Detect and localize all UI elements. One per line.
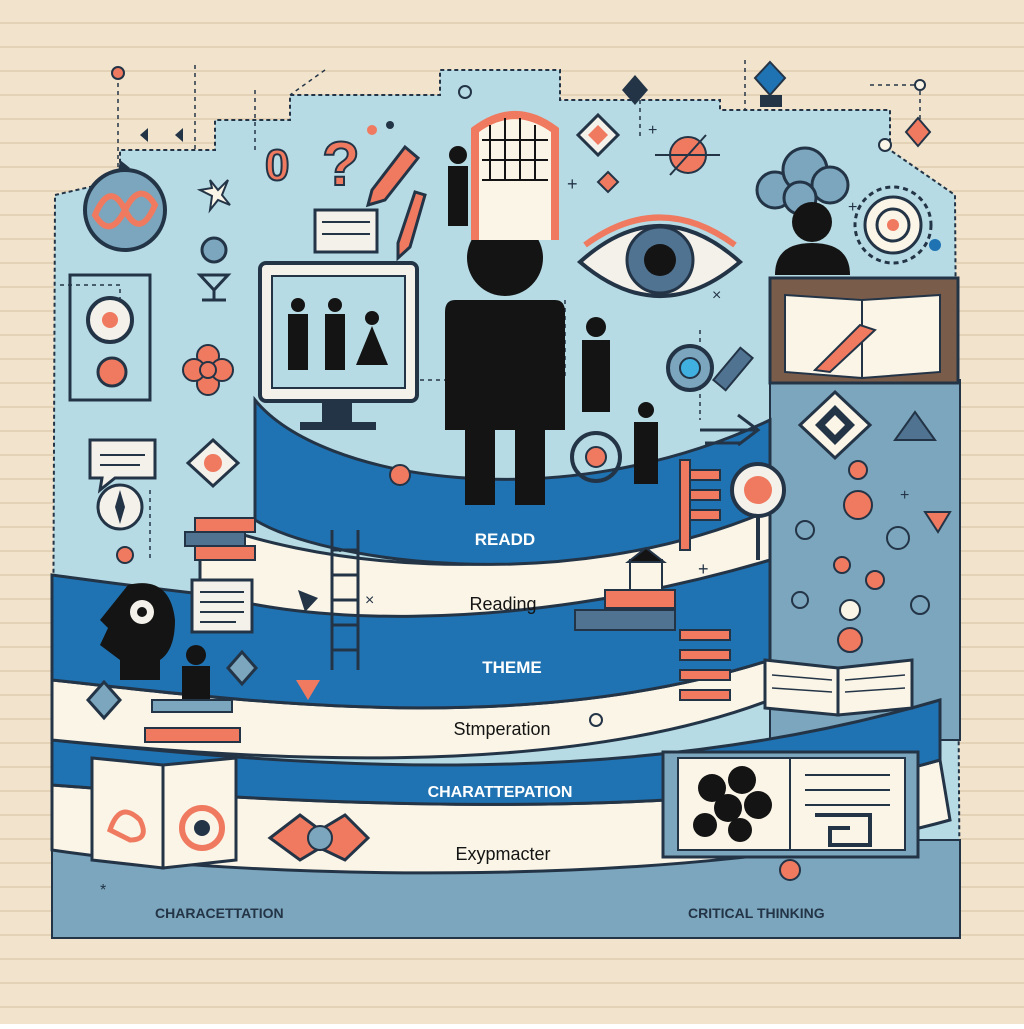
compass-icon — [96, 483, 144, 531]
flower-icon — [182, 344, 234, 396]
podium-person-icon — [144, 645, 241, 743]
pencil-icon — [396, 190, 427, 262]
small-person-icon — [448, 146, 468, 226]
knot-circle-icon — [83, 168, 167, 252]
dot-icon — [929, 239, 941, 251]
decorative-marks: × + + + × + + * — [100, 66, 926, 899]
target-icon — [666, 344, 714, 392]
diamond-icon — [622, 75, 648, 105]
arrow-icon — [700, 413, 761, 447]
framed-book-icon — [661, 750, 920, 859]
document-icon — [190, 578, 254, 634]
ink-base-icon — [760, 95, 782, 107]
ribbon-label-1: READD — [475, 530, 535, 549]
framed-book-icon — [768, 276, 960, 385]
network-icon — [791, 460, 930, 653]
brick-stack-icon — [184, 517, 256, 561]
svg-text:*: * — [100, 882, 106, 899]
svg-text:0: 0 — [265, 141, 289, 190]
magnifier-icon — [730, 462, 786, 560]
target-icon — [389, 464, 411, 486]
triangle-icon — [893, 410, 937, 441]
diamond-icon — [226, 649, 258, 687]
valve-icon — [196, 236, 232, 302]
svg-text:+: + — [698, 559, 709, 579]
gate-icon — [471, 111, 559, 240]
monitor-icon — [258, 261, 419, 430]
left-frame-panel — [68, 273, 152, 402]
svg-text:×: × — [712, 287, 721, 304]
document-stack-icon — [313, 208, 379, 254]
triangle-icon — [923, 511, 952, 534]
ribbon-label-5: CHARATTEPATION — [428, 784, 573, 801]
open-book-icon — [90, 756, 238, 870]
ribbon-label-6: Exypmacter — [455, 844, 550, 864]
target-icon — [570, 431, 622, 483]
pencil-icon — [365, 144, 421, 208]
svg-text:+: + — [567, 174, 578, 194]
svg-text:+: + — [648, 122, 657, 139]
gear-icon — [86, 296, 134, 344]
svg-text:?: ? — [322, 130, 360, 199]
ribbon-labels: READD Reading THEME Stmperation CHARATTE… — [428, 530, 573, 864]
svg-text:×: × — [365, 592, 374, 609]
svg-text:+: + — [900, 487, 909, 504]
ladder-icon — [330, 530, 360, 670]
open-book-icon — [763, 658, 914, 717]
small-people-icons — [448, 146, 658, 484]
cloud-icon — [755, 146, 850, 216]
diamond-icon — [596, 170, 620, 194]
speech-bubble-icon — [88, 438, 157, 494]
sun-emblem-icon — [267, 813, 371, 862]
stairs-icon — [574, 459, 731, 701]
diamond-target-icon — [185, 437, 241, 489]
eye-icon — [576, 214, 744, 298]
head-profile-icon — [100, 583, 175, 680]
ribbon-label-3: THEME — [482, 658, 542, 677]
footer-left-label: CHARACETTATION — [155, 905, 284, 921]
svg-text:+: + — [848, 199, 857, 216]
dot-icon — [779, 859, 801, 881]
ribbon-label-2: Reading — [469, 594, 536, 614]
diamond-icon — [575, 112, 621, 158]
small-person-icon — [634, 402, 658, 484]
small-person-icon — [582, 317, 610, 412]
crossed-circle-icon — [655, 134, 720, 176]
question-mark-icon: ? — [321, 129, 361, 200]
radial-target-icon — [853, 185, 933, 265]
geometric-diamond-icon — [797, 389, 873, 461]
footer-right-label: CRITICAL THINKING — [688, 905, 825, 921]
diamond-icon — [904, 116, 932, 148]
ribbon-label-4: Stmperation — [453, 719, 550, 739]
person-bust-icon — [775, 202, 850, 275]
zero-glyph-icon: 0 — [264, 140, 290, 191]
diamond-icon — [85, 679, 123, 721]
marker-icon — [711, 346, 755, 392]
